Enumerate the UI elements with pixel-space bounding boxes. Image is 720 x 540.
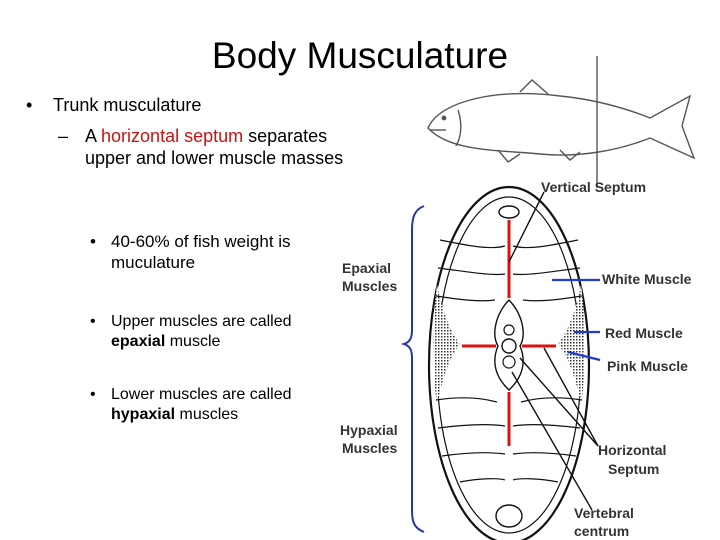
- slide-title: Body Musculature: [211, 35, 509, 76]
- point-text: Lower muscles are called hypaxial muscle…: [111, 386, 292, 423]
- label-red-muscle: Red Muscle: [605, 325, 683, 341]
- label-pink-muscle: Pink Muscle: [607, 358, 688, 374]
- label-vertebral-line2: centrum: [574, 523, 629, 539]
- bullet-text: Trunk musculature: [53, 95, 202, 115]
- point-text: 40-60% of fish weight is muculature: [111, 232, 291, 272]
- point-text: Upper muscles are called epaxial muscle: [111, 313, 292, 350]
- label-white-muscle: White Muscle: [602, 271, 692, 287]
- label-horizontal-septum-line1: Horizontal: [598, 442, 666, 458]
- hypaxial-bracket: [411, 358, 425, 533]
- label-hypaxial-line2: Muscles: [342, 440, 397, 456]
- sub-bullet-text: A horizontal septum separates upper and …: [85, 126, 344, 168]
- term-epaxial: epaxial: [111, 333, 166, 350]
- label-horizontal-septum-line2: Septum: [608, 461, 659, 477]
- term-hypaxial: hypaxial: [111, 406, 176, 423]
- label-vertical-septum: Vertical Septum: [541, 179, 646, 195]
- label-epaxial-line1: Epaxial: [342, 260, 391, 276]
- cross-section-body: [427, 185, 591, 540]
- label-vertebral-line1: Vertebral: [574, 505, 634, 521]
- highlight-horizontal-septum: horizontal septum: [101, 126, 244, 146]
- bullet-dot: •: [90, 386, 96, 403]
- label-epaxial-line2: Muscles: [342, 278, 397, 294]
- bullet-dot: •: [26, 95, 33, 115]
- red-muscle-right: [558, 285, 585, 405]
- bullet-dot: •: [90, 232, 96, 251]
- bullet-dash: –: [58, 126, 69, 146]
- fish-side-view-drawing: [427, 79, 696, 163]
- label-hypaxial-line1: Hypaxial: [340, 422, 398, 438]
- epaxial-bracket: [400, 205, 425, 359]
- septum-lines: [462, 220, 556, 446]
- pointer-lines: [508, 191, 601, 511]
- red-muscle-left: [433, 285, 460, 405]
- bullet-dot: •: [90, 313, 96, 330]
